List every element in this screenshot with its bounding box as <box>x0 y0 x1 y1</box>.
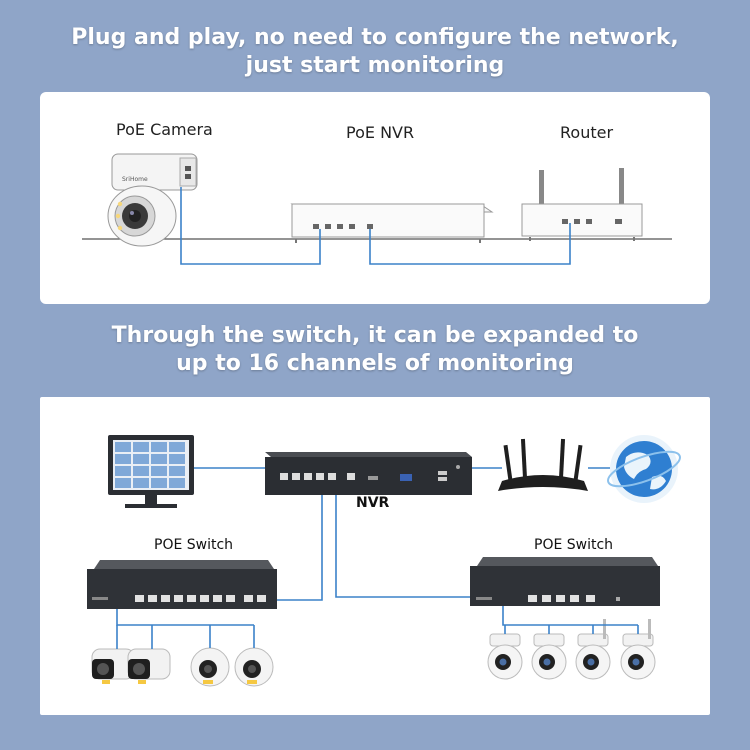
left-switch-label: POE Switch <box>154 537 234 553</box>
poe-nvr-icon <box>290 203 494 243</box>
nvr-label: NVR <box>356 495 390 511</box>
ptz-camera-icon <box>620 619 656 680</box>
cable-left-switch-to-cameras <box>116 625 255 649</box>
cable-camera-to-nvr <box>180 187 321 265</box>
ptz-camera-icon <box>487 633 523 680</box>
bullet-camera-icon <box>91 648 135 684</box>
router-icon <box>498 438 588 491</box>
nvr-label: PoE NVR <box>346 123 415 142</box>
right-poe-switch-icon <box>470 557 660 606</box>
cable-nvr-to-router <box>369 223 571 265</box>
router-icon <box>521 168 643 241</box>
cable-nvr-to-right-switch <box>335 495 470 598</box>
dome-camera-icon <box>190 647 230 687</box>
top-diagram-svg: SriHome <box>82 153 672 265</box>
bottom-diagram-panel: NVR POE Switch POE Switch <box>40 397 710 715</box>
camera-label: PoE Camera <box>116 120 213 139</box>
cable-right-switch-bus <box>502 606 638 626</box>
left-poe-switch-icon <box>87 560 277 609</box>
poe-camera-icon: SriHome <box>107 153 198 247</box>
bottom-diagram-svg <box>87 435 681 687</box>
ptz-camera-icon <box>531 633 567 680</box>
cable-nvr-to-left-switch <box>277 495 323 601</box>
headline-2-line-1: Through the switch, it can be expanded t… <box>111 323 639 348</box>
nvr-icon <box>265 452 472 495</box>
cable-right-switch-to-cameras <box>504 625 639 634</box>
ptz-camera-icon <box>575 619 611 680</box>
headline-1-line-2: just start monitoring <box>245 53 505 78</box>
headline-2-line-2: up to 16 channels of monitoring <box>176 351 574 376</box>
headline-1-line-1: Plug and play, no need to configure the … <box>71 25 679 50</box>
dome-camera-icon <box>234 647 274 687</box>
headline-expand-channels: Through the switch, it can be expanded t… <box>0 322 750 378</box>
right-switch-label: POE Switch <box>534 537 614 553</box>
bullet-camera-icon <box>127 648 171 684</box>
top-diagram-panel: SriHome <box>40 92 710 304</box>
router-label: Router <box>560 123 614 142</box>
monitor-icon <box>108 435 194 508</box>
globe-icon <box>607 435 681 503</box>
headline-plug-and-play: Plug and play, no need to configure the … <box>0 24 750 80</box>
cable-left-switch-bus <box>116 609 254 626</box>
svg-text:SriHome: SriHome <box>122 176 148 183</box>
